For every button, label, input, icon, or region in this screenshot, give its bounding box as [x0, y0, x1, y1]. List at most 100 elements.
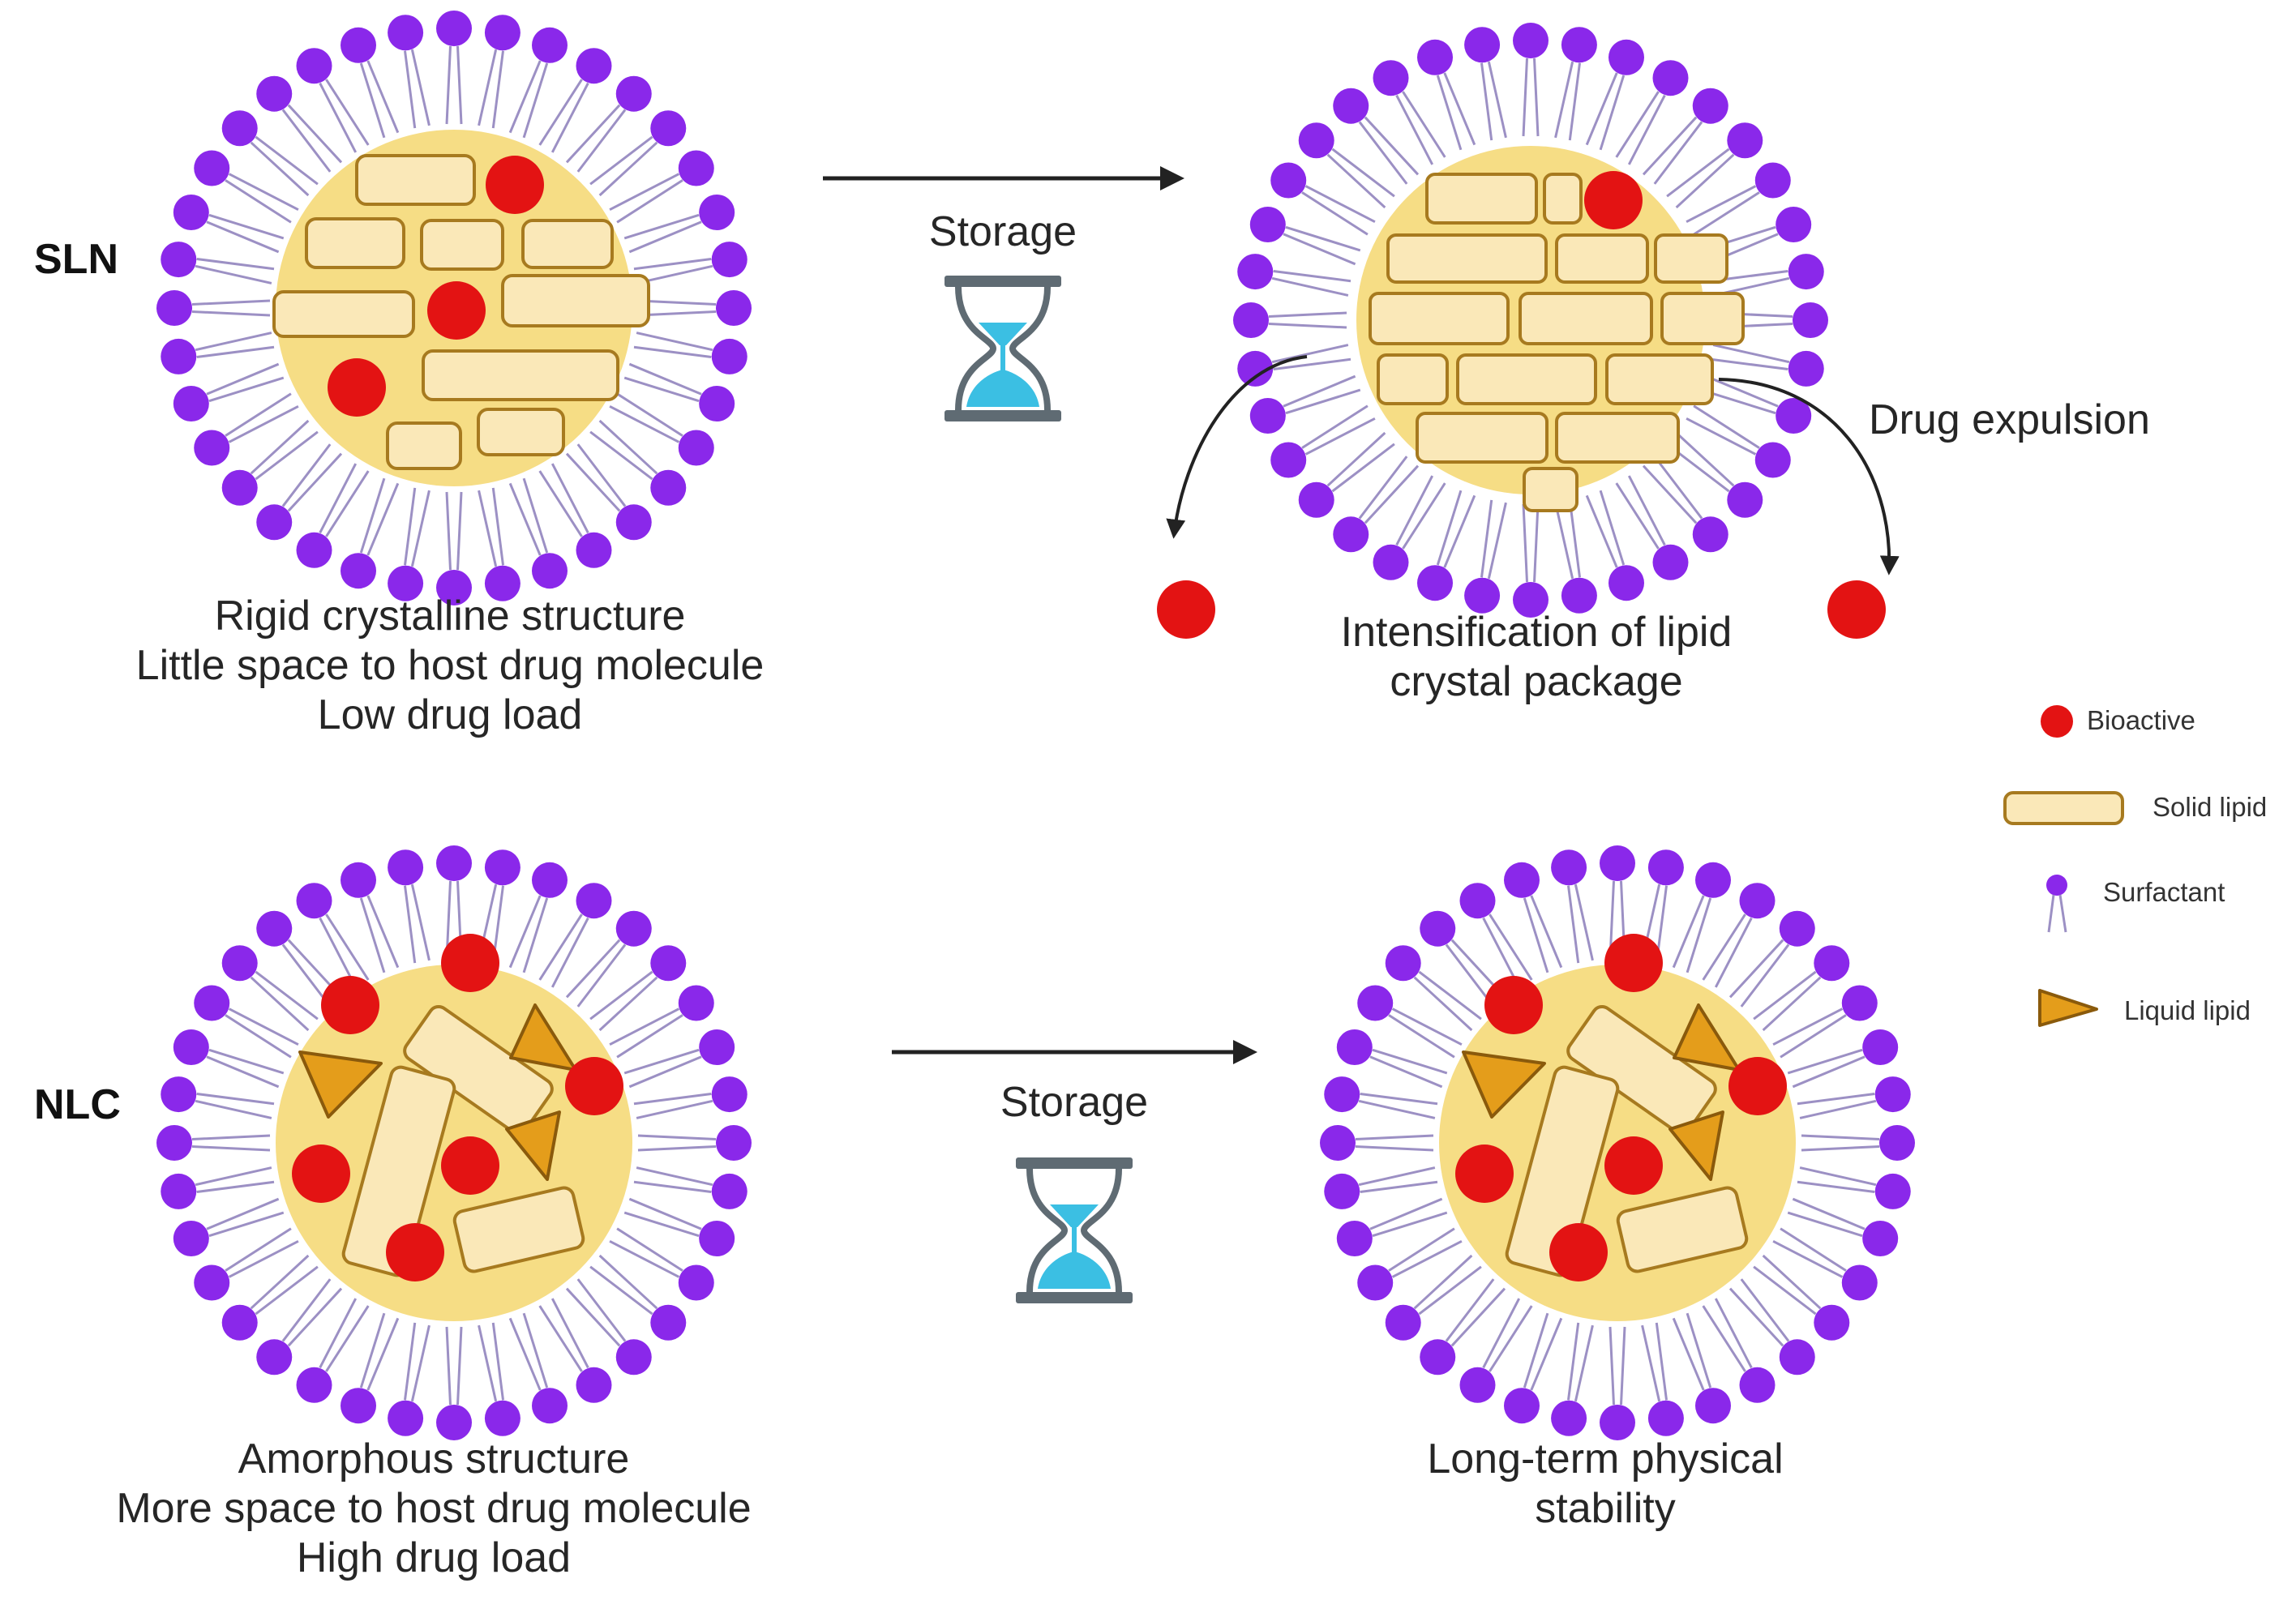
surfactant-tail: [1554, 499, 1582, 580]
bioactive: [1549, 1223, 1608, 1281]
surfactant-head: [221, 110, 258, 147]
surfactant-tail: [319, 79, 370, 153]
caption-line: More space to host drug molecule: [116, 1484, 752, 1532]
surfactant-tail: [195, 332, 275, 359]
surfactant-head: [1739, 883, 1776, 919]
surfactant-head: [341, 553, 377, 589]
surfactant-tail: [538, 79, 589, 153]
surfactant-tail: [1728, 1278, 1790, 1347]
surfactant-tail: [609, 173, 683, 224]
surfactant-head: [716, 290, 752, 326]
caption-line: Little space to host drug molecule: [135, 641, 765, 689]
surfactant-tail: [565, 939, 627, 1008]
bioactive: [1604, 1136, 1663, 1195]
surfactant-tail: [1358, 1166, 1438, 1194]
surfactant-head: [388, 849, 424, 886]
surfactant-head: [699, 1029, 735, 1066]
solid-lipid: [1416, 412, 1549, 464]
surfactant-head: [1776, 207, 1812, 243]
surfactant-tail: [1480, 61, 1507, 141]
surfactant-tail: [195, 1166, 275, 1194]
surfactant-tail: [1355, 1134, 1434, 1152]
caption-line: Low drug load: [317, 691, 583, 738]
surfactant-head: [1320, 1125, 1356, 1161]
surfactant-tail: [565, 443, 627, 512]
sln-particle-before: [156, 11, 752, 605]
surfactant-tail: [1787, 1197, 1866, 1238]
surfactant-tail: [1369, 1197, 1448, 1238]
surfactant-shell: [156, 11, 752, 605]
surfactant-tail: [1369, 1048, 1448, 1089]
surfactant-tail: [1358, 1092, 1438, 1119]
solid-lipid: [452, 1186, 585, 1273]
bioactive-expelled: [1827, 580, 1886, 639]
surfactant-tail: [1615, 91, 1666, 165]
surfactant-head: [1608, 565, 1644, 601]
nlc-particle-after: [1320, 845, 1915, 1440]
surfactant-head: [1652, 544, 1689, 580]
caption-line: Intensification of lipid: [1340, 609, 1733, 656]
surfactant-tail: [191, 1134, 271, 1152]
surfactant-tail: [359, 477, 400, 556]
surfactant-tail: [538, 1298, 589, 1372]
surfactant-tail: [359, 60, 400, 139]
nlc-before-caption: Amorphous structure More space to host d…: [24, 1435, 843, 1582]
surfactant-head: [341, 862, 377, 898]
solid-lipid: [1519, 292, 1653, 345]
surfactant-head: [296, 48, 332, 84]
surfactant-head: [221, 1304, 258, 1341]
surfactant-head: [173, 195, 209, 231]
surfactant-head: [161, 338, 197, 374]
surfactant-head: [1373, 60, 1409, 96]
curved-arrow-icon: [1718, 378, 1900, 575]
solid-lipid-group: [272, 154, 650, 470]
liquid-lipid: [1673, 1003, 1741, 1072]
solid-lipid-group: [1369, 173, 1745, 512]
legend-bioactive-label: Bioactive: [2087, 705, 2195, 735]
surfactant-head: [1504, 862, 1540, 898]
surfactant-tail: [403, 487, 430, 567]
solid-lipid: [355, 154, 476, 206]
surfactant-tail: [445, 1326, 463, 1405]
surfactant-head: [1652, 60, 1689, 96]
surfactant-tail: [359, 895, 400, 973]
solid-lipid: [1660, 292, 1745, 345]
caption-line: stability: [1535, 1484, 1676, 1532]
nlc-row-label: NLC: [34, 1081, 121, 1128]
surfactant-head: [1385, 945, 1421, 982]
surfactant-head: [576, 883, 612, 919]
surfactant-head: [1551, 849, 1587, 886]
surfactant-tail: [403, 884, 430, 964]
surfactant-head: [531, 1388, 568, 1424]
surfactant-tail: [565, 1278, 627, 1347]
surfactant-tail: [225, 392, 299, 443]
surfactant-tail: [623, 1197, 702, 1238]
bioactive-expelled: [1157, 580, 1215, 639]
surfactant-head: [221, 469, 258, 506]
surfactant-tail: [589, 970, 658, 1032]
surfactant-tail: [1436, 490, 1476, 568]
liquid-lipid: [298, 1050, 383, 1119]
liquid-lipid: [1462, 1050, 1546, 1119]
surfactant-tail: [633, 1092, 713, 1119]
surfactant-tail: [1666, 148, 1735, 209]
surfactant-head: [1694, 862, 1731, 898]
surfactant-tail: [565, 104, 627, 173]
legend-surfactant-label: Surfactant: [2103, 877, 2225, 907]
surfactant-head: [221, 945, 258, 982]
bioactive: [427, 281, 486, 340]
surfactant-head: [650, 469, 687, 506]
solid-lipid: [1605, 353, 1714, 405]
surfactant-head: [1862, 1029, 1899, 1066]
surfactant-tail: [281, 104, 343, 173]
surfactant-head: [1420, 1339, 1456, 1376]
surfactant-head: [436, 570, 472, 605]
surfactant-tail: [1482, 1298, 1533, 1372]
surfactant-head: [1333, 516, 1369, 553]
surfactant-tail: [1728, 939, 1790, 1008]
surfactant-tail: [1523, 895, 1563, 973]
bioactive: [321, 976, 379, 1034]
bioactive: [1584, 171, 1643, 229]
liquid-lipid: [505, 1110, 561, 1181]
surfactant-head: [1249, 207, 1286, 243]
